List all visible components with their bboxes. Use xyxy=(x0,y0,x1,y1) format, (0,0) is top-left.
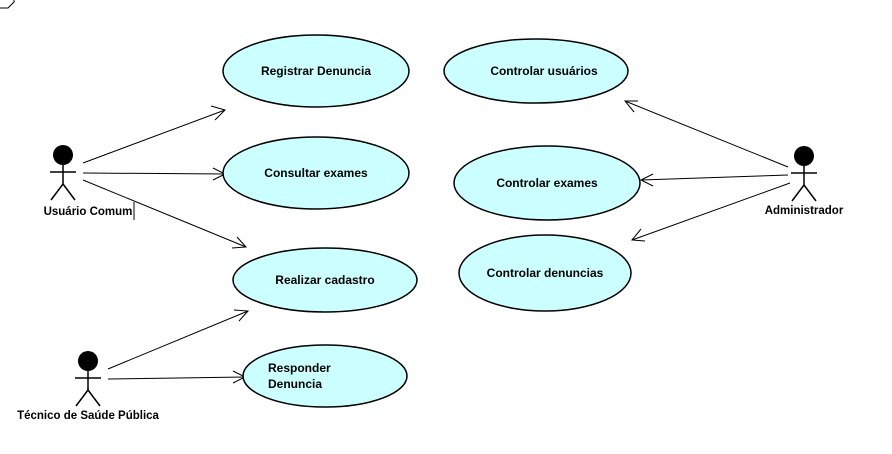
actor-head xyxy=(78,351,98,371)
actor-name: Administrador xyxy=(765,205,844,217)
assoc-admin-ctrl-exames xyxy=(640,174,789,181)
assoc-tecnico-cadastro xyxy=(107,310,249,370)
arrowhead xyxy=(231,236,248,249)
actor-admin[interactable]: Administrador xyxy=(765,146,844,217)
use-case-responder[interactable]: Responder Denuncia xyxy=(242,344,408,408)
actor-head xyxy=(794,146,814,166)
use-case-label: Controlar denuncias xyxy=(487,266,604,280)
actor-head xyxy=(53,145,73,165)
arrowhead xyxy=(233,309,250,322)
actor-name: Técnico de Saúde Pública xyxy=(17,410,159,422)
arrowhead xyxy=(639,173,654,187)
actor-name: Usuário Comum xyxy=(44,206,133,218)
corner-mark xyxy=(0,0,15,9)
assoc-usuario-registrar xyxy=(82,109,226,164)
use-case-ctrl-exames[interactable]: Controlar exames xyxy=(453,145,641,221)
use-case-cadastro[interactable]: Realizar cadastro xyxy=(232,247,418,313)
use-case-registrar[interactable]: Registrar Denuncia xyxy=(222,34,410,108)
assoc-admin-ctrl-usuarios xyxy=(624,100,789,168)
use-case-label: Controlar exames xyxy=(496,176,598,190)
use-case-consultar[interactable]: Consultar exames xyxy=(222,136,410,210)
actor-tecnico[interactable]: Técnico de Saúde Pública xyxy=(17,351,160,422)
use-case-label: Responder xyxy=(268,361,331,375)
assoc-usuario-consultar xyxy=(82,172,226,175)
use-case-label: Denuncia xyxy=(268,377,322,391)
arrowhead xyxy=(631,228,646,242)
use-case-label: Consultar exames xyxy=(264,166,368,180)
use-case-label: Registrar Denuncia xyxy=(261,64,371,78)
assoc-admin-ctrl-denuncias xyxy=(631,182,791,241)
use-case-ctrl-usuarios[interactable]: Controlar usuários xyxy=(443,38,629,104)
associations xyxy=(82,100,791,384)
actor-usuario[interactable]: Usuário Comum xyxy=(44,145,135,220)
use-case-label: Controlar usuários xyxy=(490,64,598,78)
arrowhead xyxy=(210,105,226,121)
use-case-ctrl-denuncias[interactable]: Controlar denuncias xyxy=(458,234,632,312)
use-case-label: Realizar cadastro xyxy=(275,273,374,287)
assoc-tecnico-responder xyxy=(107,376,246,380)
assoc-usuario-cadastro xyxy=(82,179,247,248)
arrowhead xyxy=(623,100,638,113)
